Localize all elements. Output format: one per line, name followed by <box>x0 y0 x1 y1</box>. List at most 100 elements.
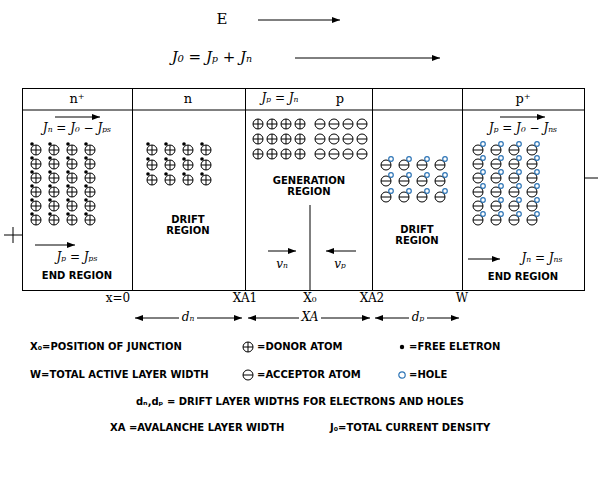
donor-swatch <box>240 339 256 355</box>
donor-atom <box>49 159 59 169</box>
free-electron <box>84 170 88 174</box>
free-electron <box>200 172 204 176</box>
free-electron <box>200 157 204 161</box>
donor-atom <box>85 173 95 183</box>
ion-bar <box>509 178 519 179</box>
donor-atom <box>49 187 59 197</box>
acceptor-atom <box>509 173 519 183</box>
ion-bar <box>527 220 537 221</box>
hole-swatch <box>394 367 410 383</box>
acceptor-swatch <box>240 367 256 383</box>
donor-atom <box>201 145 211 155</box>
donor-atom <box>201 160 211 170</box>
ion-bar <box>343 139 353 140</box>
region-name: DRIFT REGION <box>386 224 448 247</box>
ion-bar <box>72 173 73 183</box>
donor-atom <box>67 215 77 225</box>
acceptor-atom <box>399 160 409 170</box>
free-electron <box>48 170 52 174</box>
free-electron <box>66 170 70 174</box>
free-electron <box>84 184 88 188</box>
acceptor-atom <box>357 149 367 159</box>
field-symbol: E <box>217 11 228 28</box>
free-electron <box>66 142 70 146</box>
donor-atom <box>85 159 95 169</box>
acceptor-atom <box>329 149 339 159</box>
hole <box>517 170 522 175</box>
ion-bar <box>357 154 367 155</box>
hole <box>499 156 504 161</box>
hole <box>535 156 540 161</box>
ion-bar <box>357 124 367 125</box>
ion-bar <box>473 178 483 179</box>
ion-bar <box>473 192 483 193</box>
donor-atom <box>49 173 59 183</box>
donor-atom <box>253 134 263 144</box>
ion-bar <box>435 181 445 182</box>
hole <box>517 212 522 217</box>
hole <box>389 157 394 162</box>
negative-terminal <box>585 178 598 179</box>
ion-bar <box>54 173 55 183</box>
ion-bar <box>72 187 73 197</box>
acceptor-atom <box>509 145 519 155</box>
ion-bar <box>509 192 519 193</box>
ion-bar <box>152 175 153 185</box>
ion-bar <box>286 149 287 159</box>
free-electron <box>84 212 88 216</box>
ion-bar <box>527 178 537 179</box>
donor-atom <box>281 134 291 144</box>
legend-note: XA =AVALANCHE LAYER WIDTH <box>110 422 284 434</box>
donor-atom <box>281 149 291 159</box>
ion-bar <box>206 175 207 185</box>
free-electron <box>30 212 34 216</box>
ion-bar <box>343 124 353 125</box>
vector-arrow <box>55 117 100 118</box>
legend-text: =FREE ELETRON <box>409 341 500 353</box>
ion-bar <box>90 201 91 211</box>
current-formula: J₀ = Jₚ + Jₙ <box>172 49 252 66</box>
region-header: p <box>336 92 344 107</box>
legend-note: dₙ,dₚ = DRIFT LAYER WIDTHS FOR ELECTRONS… <box>136 396 464 408</box>
acceptor-atom <box>527 215 537 225</box>
acceptor-atom <box>399 176 409 186</box>
hole <box>481 184 486 189</box>
region-name: END REGION <box>42 270 112 282</box>
ion-bar <box>258 119 259 129</box>
velocity-symbol: vₙ <box>276 258 288 272</box>
ion-bar <box>491 164 501 165</box>
region-name: DRIFT REGION <box>157 214 219 237</box>
ion-bar <box>329 124 339 125</box>
free-electron <box>182 157 186 161</box>
hole <box>481 156 486 161</box>
free-electron <box>48 156 52 160</box>
hole <box>535 184 540 189</box>
ion-bar <box>381 165 391 166</box>
dimension-label: XA <box>299 311 322 325</box>
generation-region: Jₚ = JₙpGENERATION REGIONvₙvₚ <box>245 88 373 291</box>
ion-bar <box>72 201 73 211</box>
ion-bar <box>300 119 301 129</box>
ion-bar <box>435 165 445 166</box>
free-electron <box>84 142 88 146</box>
current-formula: Jₙ = Jₙₛ <box>521 252 562 266</box>
hole <box>407 173 412 178</box>
hole <box>481 142 486 147</box>
hole <box>535 212 540 217</box>
ion-bar <box>54 159 55 169</box>
acceptor-atom <box>473 159 483 169</box>
ion-bar <box>258 134 259 144</box>
header-divider <box>22 110 585 111</box>
ion-bar <box>90 173 91 183</box>
acceptor-atom <box>491 201 501 211</box>
free-electron <box>30 142 34 146</box>
free-electron <box>146 142 150 146</box>
region-header: p⁺ <box>515 92 530 107</box>
ion-bar <box>72 215 73 225</box>
free-electron <box>146 172 150 176</box>
current-formula: Jₚ = Jₚₛ <box>57 251 98 265</box>
hole <box>517 184 522 189</box>
ion-bar <box>315 154 325 155</box>
ion-bar <box>417 197 427 198</box>
donor-atom <box>31 159 41 169</box>
